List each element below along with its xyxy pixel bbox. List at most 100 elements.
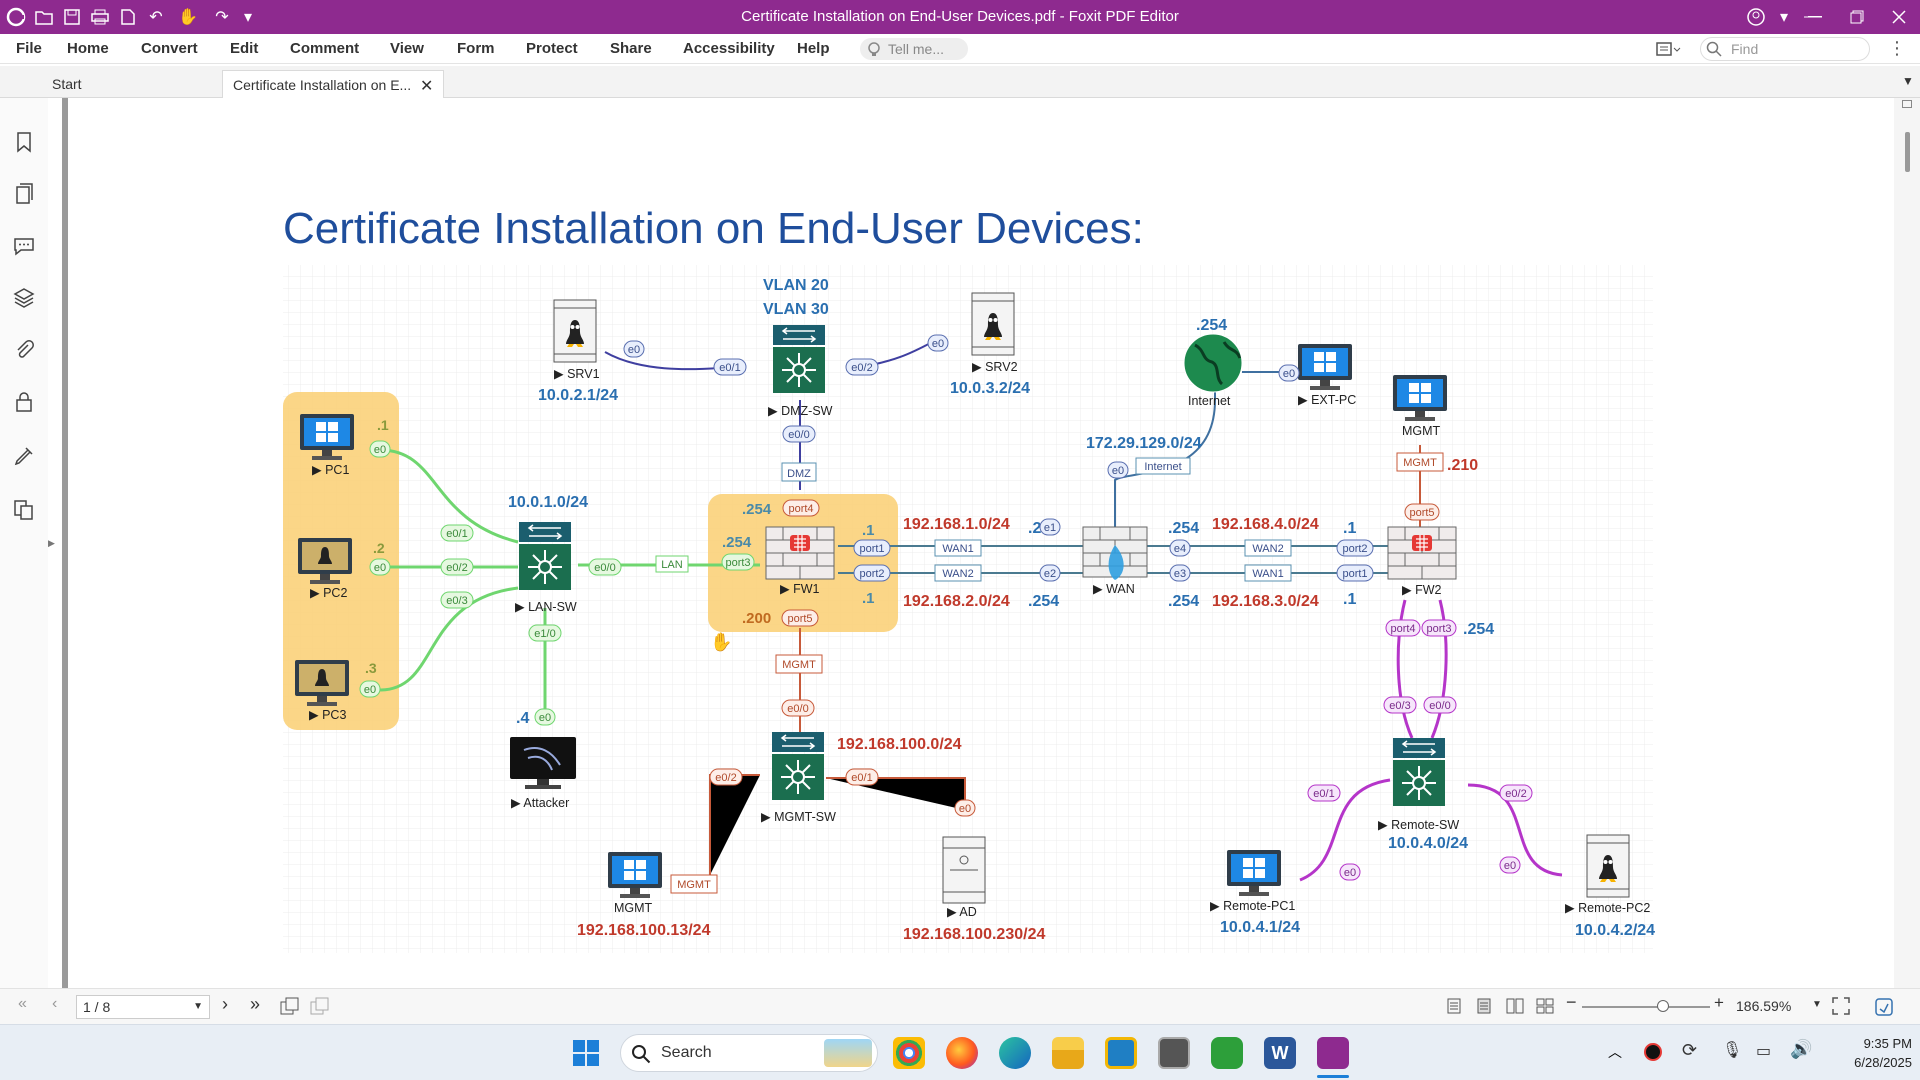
tab-list-icon[interactable]: ▼ <box>1902 74 1914 88</box>
menu-home[interactable]: Home <box>67 40 109 57</box>
fw1-port2-label: port2 <box>859 568 884 580</box>
zoom-in-icon[interactable]: + <box>1714 993 1724 1012</box>
rpc2-port-label: e0 <box>1504 860 1516 872</box>
tab-start[interactable]: Start <box>52 76 82 92</box>
pc1-port-label: e0 <box>374 444 386 456</box>
zoom-dropdown-icon[interactable]: ▼ <box>1812 999 1822 1010</box>
signature-icon[interactable] <box>12 444 36 468</box>
vertical-scrollbar[interactable] <box>1894 98 1920 988</box>
terminal-app-icon[interactable] <box>1158 1037 1190 1069</box>
single-page-icon[interactable] <box>1446 998 1462 1017</box>
vmware-app-icon[interactable] <box>1211 1037 1243 1069</box>
open-icon[interactable] <box>32 5 56 29</box>
ribbon-collapse-icon[interactable]: ⎯ <box>1803 8 1812 25</box>
comment-icon[interactable] <box>12 234 36 258</box>
start-button-icon[interactable] <box>572 1039 600 1072</box>
previous-page-icon[interactable]: ‹ <box>52 995 58 1012</box>
layers-icon[interactable] <box>12 286 36 310</box>
fw1-200-label: .200 <box>742 610 771 627</box>
zoom-slider-thumb[interactable] <box>1657 1000 1669 1012</box>
firefox-app-icon[interactable] <box>946 1037 978 1069</box>
full-screen-icon[interactable] <box>1832 997 1850 1018</box>
lightbulb-icon <box>866 41 882 62</box>
system-clock[interactable]: 9:35 PM 6/28/2025 <box>1822 1034 1912 1072</box>
bookmark-icon[interactable] <box>12 130 36 154</box>
reading-mode-icon[interactable] <box>1874 997 1894 1020</box>
net-192-3-label: 192.168.3.0/24 <box>1212 593 1319 610</box>
remote-desktop-app-icon[interactable] <box>1105 1037 1137 1069</box>
volume-icon[interactable]: 🔊 <box>1790 1039 1813 1059</box>
wan-label: ▶ WAN <box>1093 582 1135 596</box>
print-icon[interactable] <box>88 5 112 29</box>
tray-app-icon[interactable] <box>1644 1043 1662 1061</box>
find-input[interactable]: Find <box>1700 37 1870 61</box>
foxit-logo-icon <box>4 5 28 29</box>
menu-file[interactable]: File <box>16 40 42 57</box>
more-options-icon[interactable]: ⋮ <box>1888 38 1906 58</box>
zoom-out-icon[interactable]: − <box>1566 992 1577 1012</box>
attachment-icon[interactable] <box>12 338 36 362</box>
menu-share[interactable]: Share <box>610 40 652 57</box>
tab-document[interactable]: Certificate Installation on E... <box>222 70 444 98</box>
scroll-top-icon[interactable] <box>1902 100 1912 108</box>
menu-view[interactable]: View <box>390 40 424 57</box>
chrome-app-icon[interactable] <box>893 1037 925 1069</box>
sync-icon[interactable]: ⟳ <box>1682 1040 1698 1060</box>
menu-comment[interactable]: Comment <box>290 40 360 57</box>
menu-help[interactable]: Help <box>797 40 830 57</box>
page-number-input[interactable]: 1 / 8 ▼ <box>76 995 210 1019</box>
ad-ip-label: 192.168.100.230/24 <box>903 926 1045 943</box>
undo-icon[interactable]: ↶ <box>149 9 163 26</box>
next-page-icon[interactable]: › <box>222 994 228 1014</box>
menu-convert[interactable]: Convert <box>141 40 198 57</box>
account-icon[interactable] <box>1744 5 1768 29</box>
facing-page-icon[interactable] <box>1506 998 1524 1017</box>
compare-icon[interactable] <box>12 498 36 522</box>
last-page-icon[interactable]: » <box>250 994 261 1014</box>
panel-expand-icon[interactable]: ▶ <box>48 538 55 548</box>
taskbar-search-icon <box>631 1044 651 1069</box>
minimize-button[interactable] <box>1800 5 1830 29</box>
word-app-icon[interactable]: W <box>1264 1037 1296 1069</box>
search-highlight-icon[interactable] <box>824 1039 872 1067</box>
menu-form[interactable]: Form <box>457 40 495 57</box>
view-mode-icon[interactable] <box>1655 40 1681 63</box>
zoom-level[interactable]: 186.59% <box>1736 998 1792 1014</box>
customize-icon[interactable]: ▾ <box>243 9 253 26</box>
srv1-label: ▶ SRV1 <box>554 367 600 381</box>
tell-me-input[interactable]: Tell me... <box>860 38 968 60</box>
remotesw-label: ▶ Remote-SW <box>1378 818 1459 832</box>
menu-protect[interactable]: Protect <box>526 40 578 57</box>
pages-icon[interactable] <box>12 182 36 206</box>
close-tab-icon[interactable]: ✕ <box>420 78 434 95</box>
restore-button[interactable] <box>1842 5 1872 29</box>
tray-overflow-icon[interactable]: ︿ <box>1608 1044 1622 1060</box>
new-doc-icon[interactable] <box>116 5 140 29</box>
zoom-slider[interactable] <box>1582 1006 1710 1008</box>
continuous-facing-icon[interactable] <box>1536 998 1554 1017</box>
page-dropdown-icon[interactable]: ▼ <box>193 1001 203 1012</box>
redo-icon[interactable]: ↷ <box>215 9 229 26</box>
continuous-page-icon[interactable] <box>1476 998 1492 1017</box>
dmz-switch-icon <box>772 324 826 394</box>
previous-view-icon[interactable] <box>280 997 300 1018</box>
ip254c-label: .254 <box>1168 520 1199 537</box>
close-button[interactable] <box>1884 5 1914 29</box>
menu-accessibility[interactable]: Accessibility <box>683 40 775 57</box>
taskbar-search-label: Search <box>661 1044 712 1061</box>
account-dropdown-icon[interactable]: ▾ <box>1779 9 1789 26</box>
security-icon[interactable] <box>12 390 36 414</box>
network-icon[interactable]: ▭ <box>1756 1043 1772 1060</box>
edge-app-icon[interactable] <box>999 1037 1031 1069</box>
menu-edit[interactable]: Edit <box>230 40 259 57</box>
rsw-e01-label: e0/1 <box>1313 788 1334 800</box>
save-icon[interactable] <box>60 5 84 29</box>
hand-tool-icon[interactable]: ✋ <box>178 9 198 26</box>
microphone-icon[interactable]: 🎙 <box>1722 1042 1743 1059</box>
file-explorer-app-icon[interactable] <box>1052 1037 1084 1069</box>
foxit-app-icon[interactable] <box>1317 1037 1349 1069</box>
scrollbar-thumb[interactable] <box>1905 132 1910 172</box>
first-page-icon[interactable]: « <box>18 995 27 1012</box>
next-view-icon[interactable] <box>310 997 330 1018</box>
mgmtsw-label: ▶ MGMT-SW <box>761 810 836 824</box>
